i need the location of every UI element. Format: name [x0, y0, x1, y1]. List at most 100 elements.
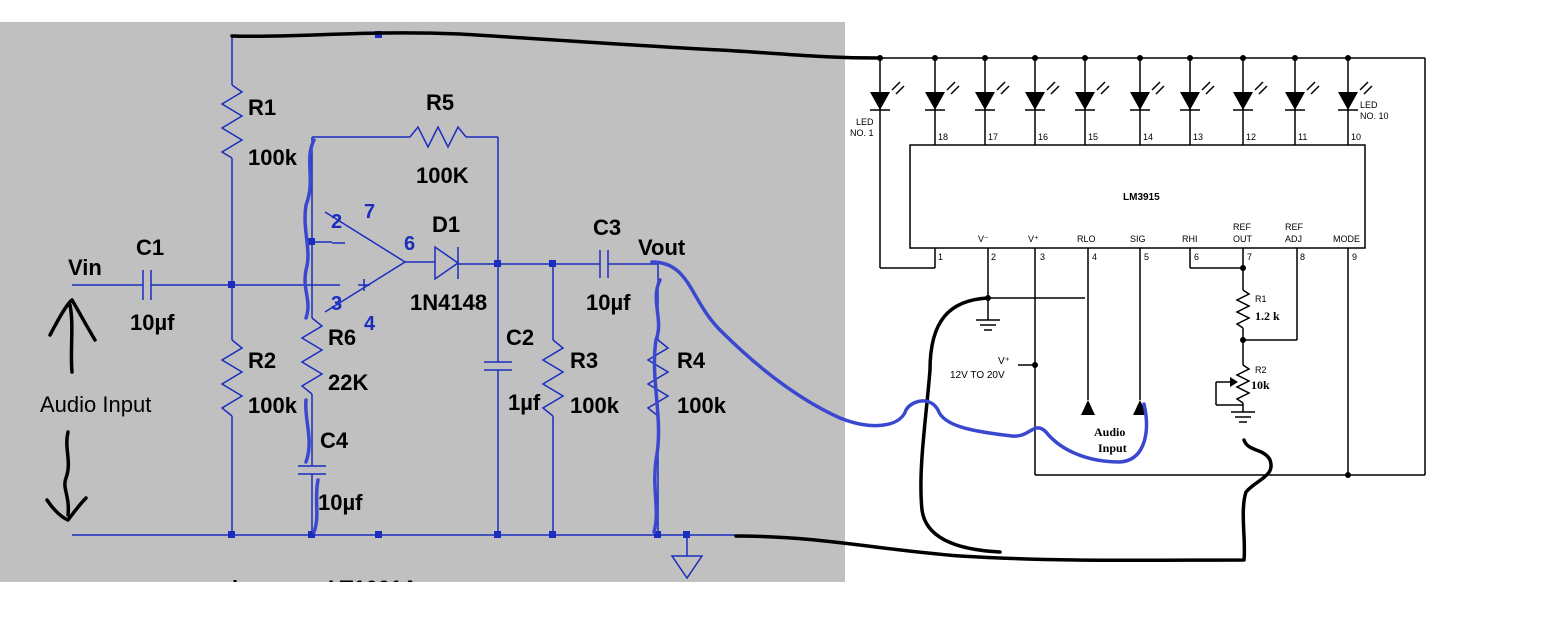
pin-label-ref-adj-b: ADJ — [1285, 234, 1302, 244]
pin-label-ref-out-b: OUT — [1233, 234, 1253, 244]
led10-number: NO. 10 — [1360, 111, 1389, 121]
supply-range: 12V TO 20V — [950, 370, 1005, 381]
led-10-icon — [1338, 92, 1358, 110]
r2-right-potentiometer — [1235, 364, 1251, 404]
audio-input-arrow-1 — [1081, 400, 1095, 415]
r3-resistor — [541, 339, 565, 417]
d1-value: 1N4148 — [410, 290, 487, 315]
r6-resistor — [300, 317, 324, 395]
left-schematic — [72, 31, 735, 580]
r5-label: R5 — [426, 90, 454, 115]
pin-6: 6 — [1194, 252, 1199, 262]
arrow-up-hand — [48, 298, 97, 374]
hand-wire-vout — [650, 260, 1149, 464]
pin-4: 4 — [1092, 252, 1097, 262]
r2-right-value: 10k — [1251, 378, 1270, 392]
pin-3: 3 — [1040, 252, 1045, 262]
led-6-icon — [1130, 92, 1150, 110]
hand-wire-top — [230, 31, 882, 60]
r6-label: R6 — [328, 325, 356, 350]
audio-input-label: Audio Input — [40, 392, 151, 417]
c4-value: 10µf — [318, 490, 363, 515]
right-audio-label-b: Input — [1098, 441, 1127, 455]
pin-1: 1 — [938, 252, 943, 262]
c3-value: 10µf — [586, 290, 631, 315]
hand-wire-bottom — [734, 438, 1273, 563]
led-4-icon — [1025, 92, 1045, 110]
led-9-icon — [1285, 92, 1305, 110]
pin-15: 15 — [1088, 132, 1098, 142]
r4-label: R4 — [677, 348, 706, 373]
pin-label-ref-out-a: REF — [1233, 222, 1252, 232]
hand-wire-r6 — [303, 138, 320, 534]
r2-value: 100k — [248, 393, 298, 418]
r2-right-label: R2 — [1255, 365, 1267, 375]
right-schematic — [870, 55, 1426, 478]
lm3915-chip — [909, 144, 1366, 249]
hand-wire-r4 — [652, 278, 662, 534]
vin-label: Vin — [68, 255, 102, 280]
r2-resistor — [220, 339, 244, 417]
r3-value: 100k — [570, 393, 620, 418]
led-8-icon — [1233, 92, 1253, 110]
audio-input-arrow-2 — [1133, 400, 1147, 415]
pin-5: 5 — [1144, 252, 1149, 262]
pin-label-rhi: RHI — [1182, 234, 1198, 244]
op-amp-pin-3: 3 — [331, 293, 342, 315]
pin-label-v-plus: V⁺ — [1028, 234, 1039, 244]
chip-name: LM3915 — [1123, 192, 1160, 203]
pin-10: 10 — [1351, 132, 1361, 142]
d1-label: D1 — [432, 212, 460, 237]
pin-label-v-minus: V⁻ — [978, 234, 989, 244]
r1-label: R1 — [248, 95, 276, 120]
pin-7: 7 — [1247, 252, 1252, 262]
led-1-icon — [870, 92, 890, 110]
right-audio-label-a: Audio — [1094, 425, 1125, 439]
led-3-icon — [975, 92, 995, 110]
schematic-background — [0, 22, 845, 582]
c2-value: 1µf — [508, 390, 541, 415]
op-amp-pin-4: 4 — [364, 313, 376, 335]
led-5-icon — [1075, 92, 1095, 110]
cropped-text-b: LT1001A — [328, 576, 418, 601]
c2-label: C2 — [506, 325, 534, 350]
r1-right-label: R1 — [1255, 294, 1267, 304]
led1-label: LED — [856, 117, 874, 127]
c3-label: C3 — [593, 215, 621, 240]
led1-number: NO. 1 — [850, 128, 874, 138]
c1-label: C1 — [136, 235, 164, 260]
op-amp-pin-7: 7 — [364, 201, 375, 223]
pin-2: 2 — [991, 252, 996, 262]
pin-label-sig: SIG — [1130, 234, 1146, 244]
pin-16: 16 — [1038, 132, 1048, 142]
r1-resistor — [220, 84, 244, 159]
led-7-icon — [1180, 92, 1200, 110]
pin-11: 11 — [1298, 132, 1307, 142]
arrow-down-hand — [45, 430, 88, 522]
pin-12: 12 — [1246, 132, 1256, 142]
d1-diode — [434, 245, 460, 281]
cropped-text-a: ion — [232, 576, 265, 601]
r4-resistor — [646, 339, 670, 417]
pin-14: 14 — [1143, 132, 1153, 142]
pin-label-rlo: RLO — [1077, 234, 1096, 244]
ground-symbol — [670, 555, 704, 580]
r6-value: 22K — [328, 370, 368, 395]
pin-label-mode: MODE — [1333, 234, 1360, 244]
pin-17: 17 — [988, 132, 998, 142]
c4-label: C4 — [320, 428, 349, 453]
led-2-icon — [925, 92, 945, 110]
r5-resistor — [409, 125, 467, 149]
pin-18: 18 — [938, 132, 948, 142]
r5-value: 100K — [416, 163, 469, 188]
pin-label-ref-adj-a: REF — [1285, 222, 1304, 232]
op-amp-pin-2: 2 — [331, 211, 342, 233]
pin-9: 9 — [1352, 252, 1357, 262]
c1-value: 10µf — [130, 310, 175, 335]
op-amp-pin-6: 6 — [404, 233, 415, 255]
r1-right-resistor — [1235, 289, 1251, 329]
pin-13: 13 — [1193, 132, 1203, 142]
hand-wire-ground-loop — [919, 296, 1002, 554]
r2-label: R2 — [248, 348, 276, 373]
